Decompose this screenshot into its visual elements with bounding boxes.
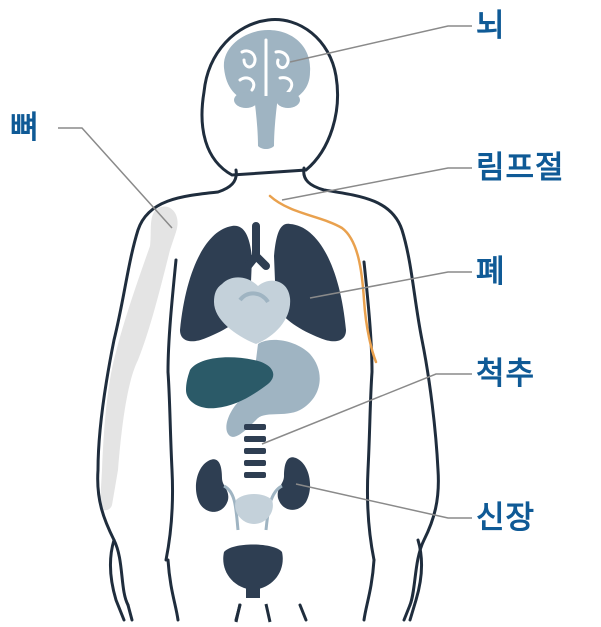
label-lung: 폐 xyxy=(476,254,506,290)
label-kidney: 신장 xyxy=(476,500,535,536)
label-brain: 뇌 xyxy=(476,8,506,44)
heart-icon xyxy=(214,277,290,344)
label-bone: 뼈 xyxy=(10,110,40,146)
bladder-icon xyxy=(223,494,283,622)
spine-icon xyxy=(244,424,266,478)
label-lymph-node: 림프절 xyxy=(476,150,565,186)
leader-kidney xyxy=(296,484,472,518)
label-spine: 척추 xyxy=(476,356,535,392)
